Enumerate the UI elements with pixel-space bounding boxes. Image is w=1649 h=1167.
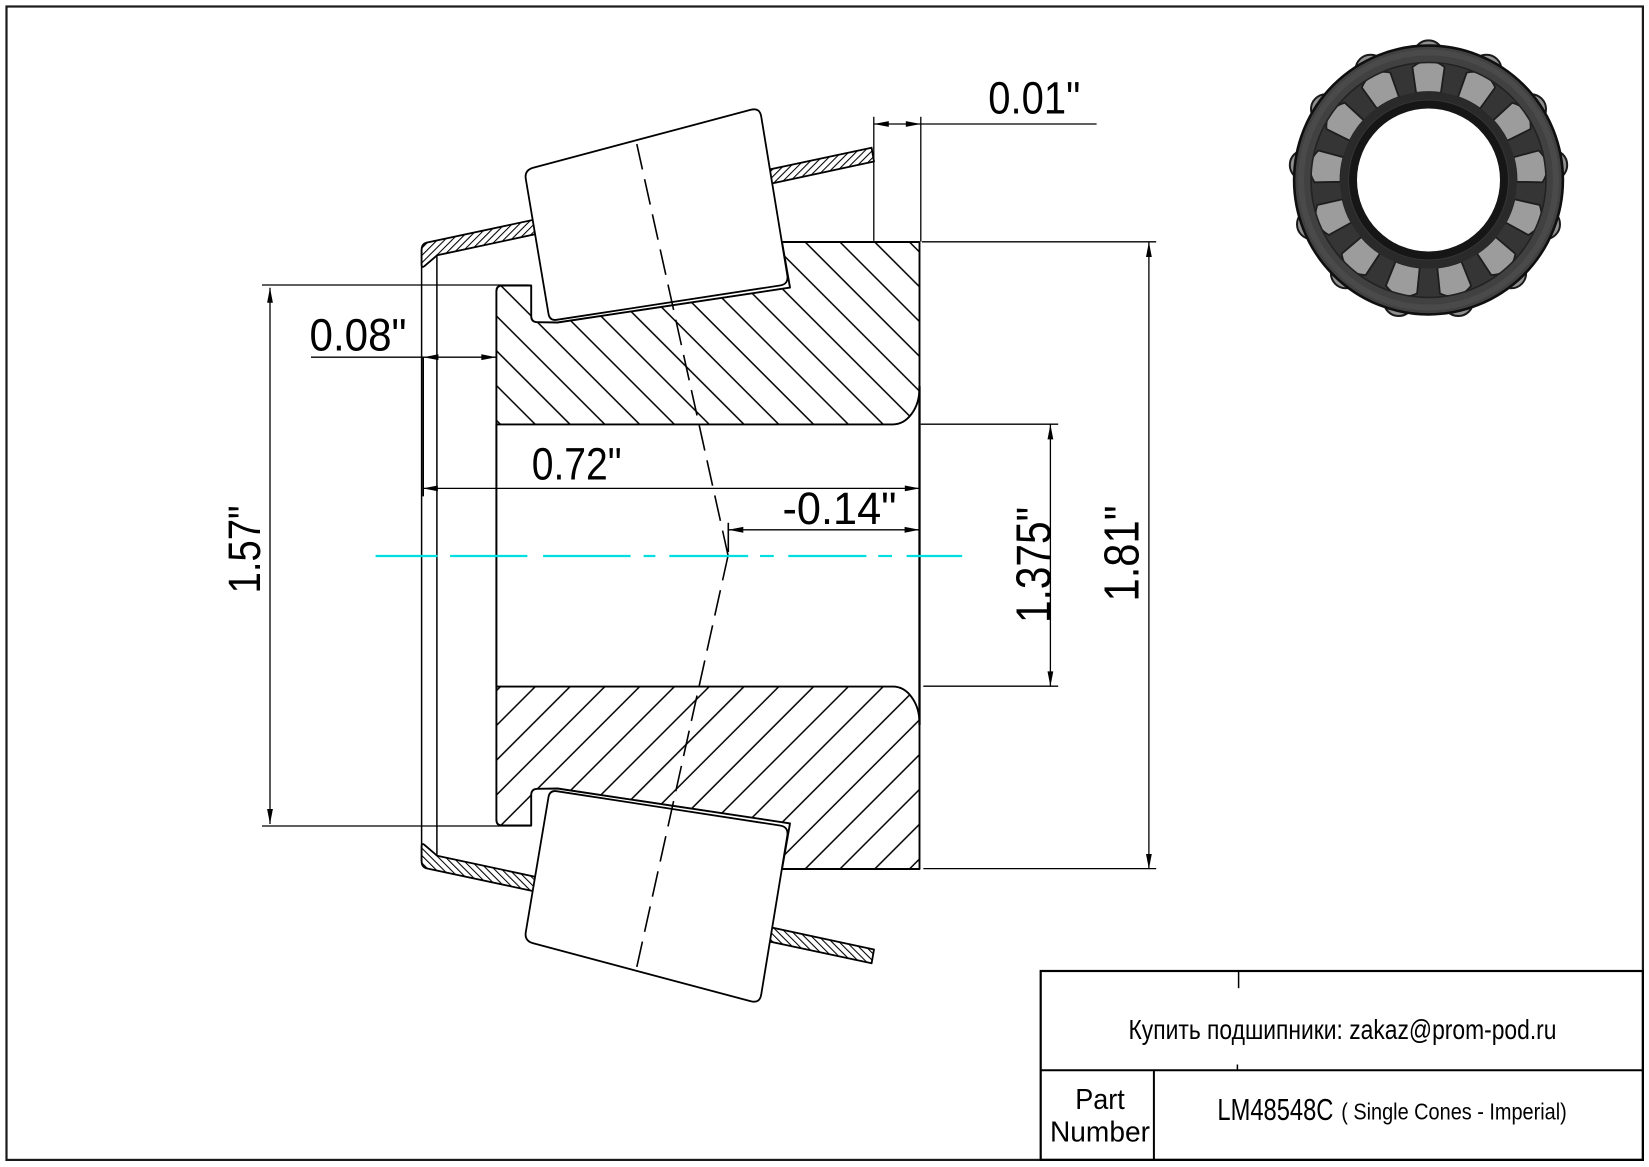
svg-text:LM48548C: LM48548C [1217,1093,1333,1127]
svg-text:Part: Part [1075,1083,1125,1115]
svg-text:1.57": 1.57" [219,505,270,593]
svg-text:-0.14": -0.14" [783,483,897,534]
svg-text:1.81": 1.81" [1096,506,1150,602]
svg-text:0.01": 0.01" [988,73,1080,124]
svg-text:0.08": 0.08" [310,309,407,360]
svg-text:Number: Number [1050,1116,1150,1148]
svg-text:0.72": 0.72" [532,438,622,489]
svg-text:( Single Cones - Imperial): ( Single Cones - Imperial) [1341,1099,1567,1125]
svg-text:Купить подшипники: zakaz@prom-: Купить подшипники: zakaz@prom-pod.ru [1129,1014,1557,1045]
svg-text:1.375": 1.375" [1008,507,1062,623]
